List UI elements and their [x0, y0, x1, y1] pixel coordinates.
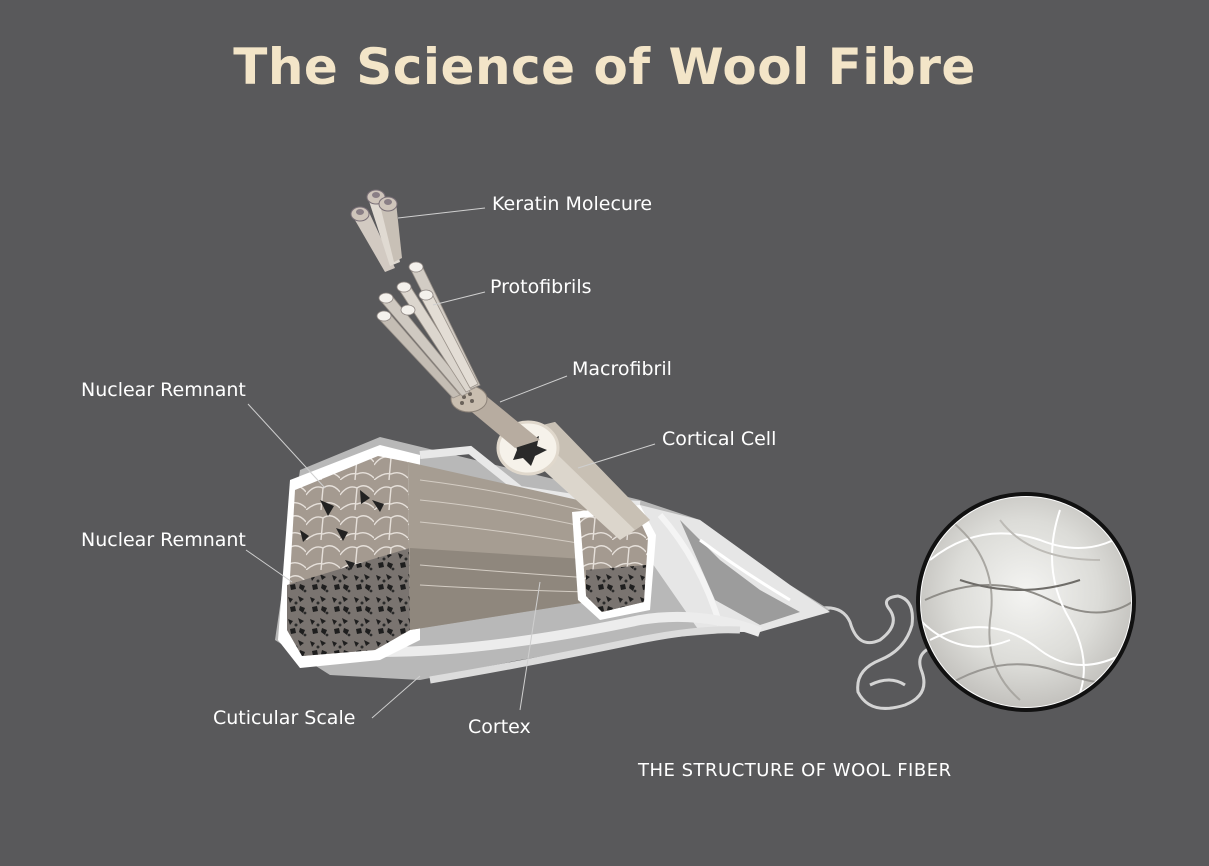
label-nuclear-remnant-upper: Nuclear Remnant [81, 379, 246, 401]
macrofibril [450, 385, 540, 448]
label-macrofibril: Macrofibril [572, 358, 672, 380]
label-protofibrils: Protofibrils [490, 276, 592, 298]
wool-sample-photo [916, 492, 1136, 712]
leader-lines [245, 207, 656, 719]
label-cortical-cell: Cortical Cell [662, 428, 777, 450]
label-keratin-molecule: Keratin Molecure [492, 193, 653, 215]
label-cuticular-scale: Cuticular Scale [213, 707, 356, 729]
protofibrils [376, 261, 481, 399]
figure-caption: THE STRUCTURE OF WOOL FIBER [638, 760, 952, 781]
keratin-molecule [350, 189, 402, 272]
fibre-cross-section [278, 445, 656, 668]
page-title: The Science of Wool Fibre [233, 38, 976, 96]
label-nuclear-remnant-lower: Nuclear Remnant [81, 529, 246, 551]
label-cortex: Cortex [468, 716, 531, 738]
fibre-tail [804, 594, 931, 710]
